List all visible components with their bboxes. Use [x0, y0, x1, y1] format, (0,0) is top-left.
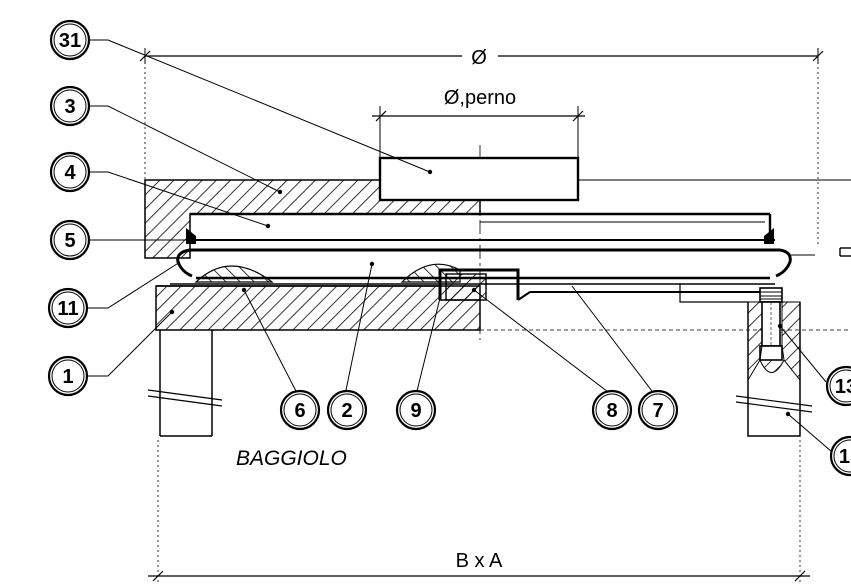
- svg-text:15: 15: [839, 446, 851, 468]
- base-dimension-label: B x A: [456, 550, 503, 572]
- baggiolo-label: BAGGIOLO: [236, 447, 347, 470]
- svg-text:31: 31: [59, 30, 81, 52]
- seal-right: [764, 228, 774, 244]
- anchor-bolt: [679, 284, 783, 361]
- callout-4: 4: [49, 151, 91, 193]
- leader-lines: [88, 39, 833, 453]
- svg-text:1: 1: [62, 366, 73, 388]
- callout-6: 6: [279, 389, 321, 431]
- pin-block: [378, 156, 580, 202]
- svg-text:8: 8: [606, 400, 617, 422]
- left-pier: [147, 330, 223, 437]
- callout-5: 5: [49, 219, 91, 261]
- svg-text:3: 3: [64, 96, 75, 118]
- lower-plate: [155, 285, 851, 331]
- pin-diameter-label: Ø,perno: [444, 87, 516, 109]
- leader-dots: [169, 169, 791, 417]
- callout-3: 3: [49, 85, 91, 127]
- seal-left: [186, 228, 196, 244]
- guide-key: [438, 268, 775, 301]
- callout-9: 9: [395, 389, 437, 431]
- callout-31: 31: [49, 19, 91, 61]
- pot-wall: [176, 248, 792, 278]
- svg-text:5: 5: [64, 230, 75, 252]
- diameter-dimension: Ø: [139, 44, 824, 69]
- svg-text:6: 6: [294, 400, 305, 422]
- svg-text:11: 11: [57, 298, 78, 320]
- callout-7: 7: [637, 389, 679, 431]
- svg-text:13: 13: [835, 376, 851, 398]
- pin-diameter-dimension: Ø,perno: [372, 87, 585, 160]
- top-plate: [190, 212, 775, 241]
- callout-11: 11: [47, 287, 89, 329]
- callout-8: 8: [591, 389, 633, 431]
- svg-text:2: 2: [341, 400, 352, 422]
- callout-1: 1: [47, 355, 89, 397]
- diameter-label: Ø: [471, 47, 487, 69]
- svg-text:7: 7: [652, 400, 663, 422]
- right-pier: [735, 301, 813, 437]
- svg-text:9: 9: [410, 400, 421, 422]
- svg-text:4: 4: [64, 162, 76, 184]
- callout-15: 15: [829, 435, 851, 477]
- callout-2: 2: [326, 389, 368, 431]
- base-dimension: B x A: [148, 440, 810, 585]
- callout-13: 13: [825, 365, 851, 407]
